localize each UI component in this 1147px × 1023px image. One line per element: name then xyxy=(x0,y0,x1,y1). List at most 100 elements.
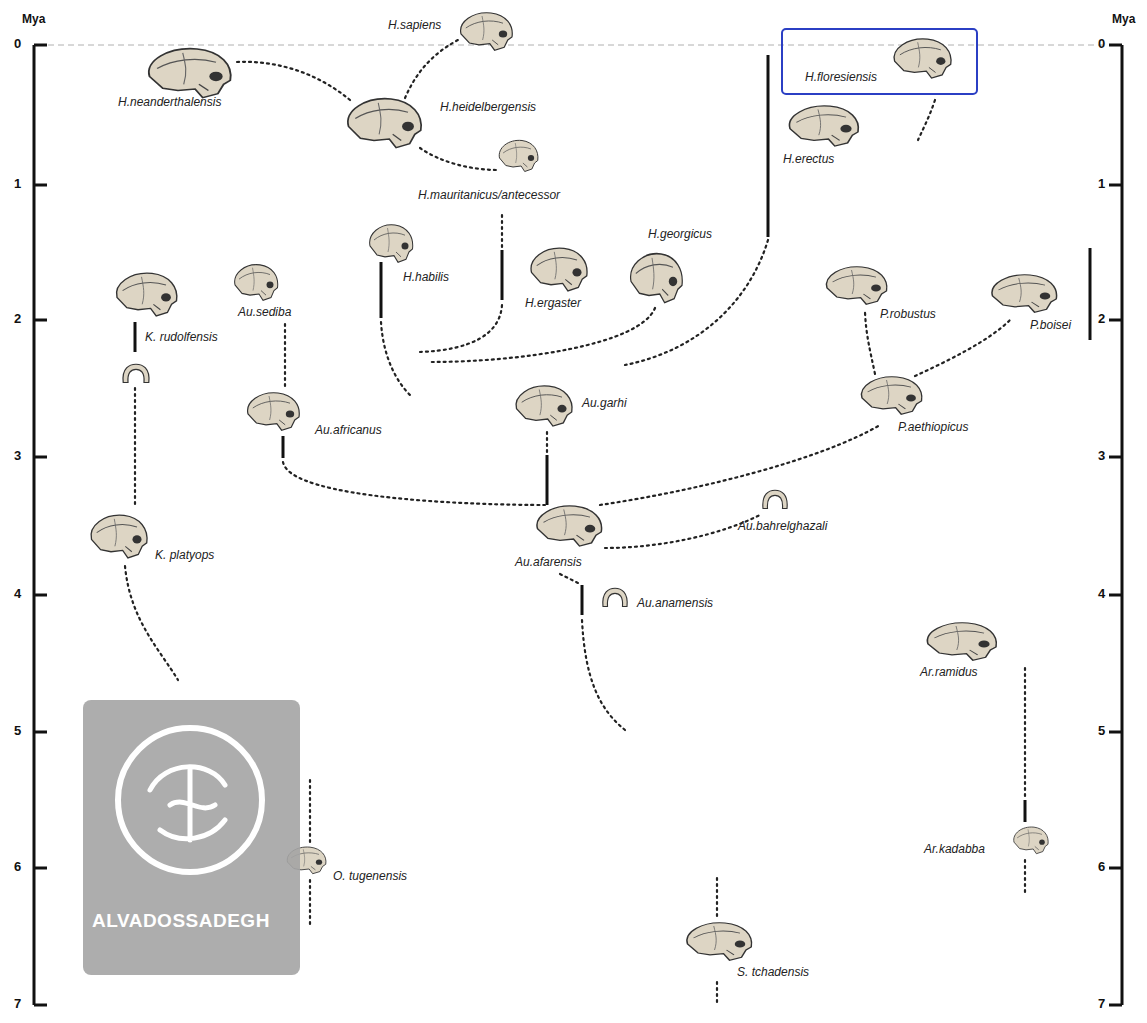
skull xyxy=(91,515,147,558)
axis-tick xyxy=(34,594,47,597)
species-label: Au.sediba xyxy=(238,305,291,319)
lineage-line xyxy=(600,425,880,505)
skull xyxy=(992,275,1057,312)
lineage-line xyxy=(381,322,410,395)
axis-number: 0 xyxy=(1098,36,1105,51)
species-label: H.habilis xyxy=(403,270,449,284)
lineage-line xyxy=(625,240,768,365)
lineage-line xyxy=(1024,860,1026,895)
lineage-line xyxy=(915,320,1010,376)
jaw-fossil xyxy=(123,364,149,382)
axis-tick xyxy=(1109,44,1122,47)
axis-number: 3 xyxy=(1098,448,1105,463)
axis-unit: Mya xyxy=(22,12,45,26)
skull xyxy=(631,254,683,303)
skull xyxy=(370,225,413,262)
species-label: H.ergaster xyxy=(525,296,581,310)
lineage-line xyxy=(605,515,760,548)
skull xyxy=(499,140,538,171)
axis-tick xyxy=(1109,594,1122,597)
species-label: Au.afarensis xyxy=(515,555,582,569)
species-label: Ar.kadabba xyxy=(924,842,985,856)
skull xyxy=(516,386,572,426)
skull xyxy=(537,506,602,546)
skull xyxy=(117,273,177,316)
lineage-line xyxy=(309,780,311,842)
species-label: Au.garhi xyxy=(582,396,627,410)
lineage-line xyxy=(309,880,311,925)
axis-number: 0 xyxy=(14,36,21,51)
range-bar xyxy=(581,585,584,615)
species-label: P.aethiopicus xyxy=(898,420,969,434)
range-bar xyxy=(501,250,504,300)
lineage-line xyxy=(1024,668,1026,798)
range-bar xyxy=(282,436,285,458)
axis-tick xyxy=(34,319,47,322)
range-bar xyxy=(1024,800,1027,822)
skull xyxy=(789,106,858,146)
lineage-line xyxy=(501,215,503,248)
axis-tick xyxy=(1109,1004,1122,1007)
range-bar xyxy=(767,55,770,237)
watermark-panel xyxy=(83,700,300,975)
species-label: H.georgicus xyxy=(648,227,712,241)
skull xyxy=(894,39,951,78)
axis-tick xyxy=(1109,731,1122,734)
axis-number: 4 xyxy=(1098,586,1105,601)
watermark-ring xyxy=(118,728,262,872)
species-label: Au.anamensis xyxy=(637,596,713,610)
range-bar xyxy=(546,455,549,505)
skull xyxy=(531,248,587,291)
skull xyxy=(235,265,278,301)
species-label: H.heidelbergensis xyxy=(440,100,536,114)
axis-number: 1 xyxy=(1098,176,1105,191)
species-label: H.floresiensis xyxy=(805,70,877,84)
range-bar xyxy=(380,262,383,318)
axis-number: 6 xyxy=(1098,859,1105,874)
range-bar xyxy=(134,322,137,352)
lineage-line xyxy=(716,982,718,1005)
species-label: K. platyops xyxy=(155,548,214,562)
species-label: Au.bahrelghazali xyxy=(738,519,827,533)
lineage-line xyxy=(546,432,548,453)
species-label: H.sapiens xyxy=(388,18,441,32)
species-label: H.neanderthalensis xyxy=(118,95,221,109)
lineage-line xyxy=(420,148,498,170)
skull xyxy=(248,393,300,430)
lineage-line xyxy=(865,312,875,374)
axis-number: 1 xyxy=(14,176,21,191)
watermark xyxy=(83,700,300,975)
axis-number: 5 xyxy=(14,723,21,738)
axis-line xyxy=(33,45,36,1005)
skull xyxy=(1014,827,1048,854)
axis-tick xyxy=(34,184,47,187)
skull xyxy=(927,623,996,660)
lineage-line xyxy=(284,324,286,386)
axis-tick xyxy=(34,731,47,734)
axis-tick xyxy=(34,44,47,47)
range-bar xyxy=(1089,248,1092,340)
lineage-line xyxy=(560,574,580,584)
jaw-fossil xyxy=(603,588,627,606)
axis-tick xyxy=(34,456,47,459)
axis-number: 2 xyxy=(14,311,21,326)
species-label: P.robustus xyxy=(880,307,936,321)
species-label: K. rudolfensis xyxy=(145,330,218,344)
species-label: Ar.ramidus xyxy=(920,665,978,679)
lineage-line xyxy=(716,878,718,918)
species-label: H.mauritanicus/antecessor xyxy=(418,188,560,202)
species-label: S. tchadensis xyxy=(737,965,809,979)
axis-line xyxy=(1121,45,1124,1005)
lineage-line xyxy=(125,566,178,680)
lineage-line xyxy=(918,100,935,140)
axis-tick xyxy=(1109,184,1122,187)
axis-tick xyxy=(1109,456,1122,459)
lineage-line xyxy=(405,40,458,98)
species-label: H.erectus xyxy=(783,152,834,166)
axis-number: 5 xyxy=(1098,723,1105,738)
skull xyxy=(461,13,513,50)
axis-number: 2 xyxy=(1098,311,1105,326)
lineage-line xyxy=(283,462,545,505)
